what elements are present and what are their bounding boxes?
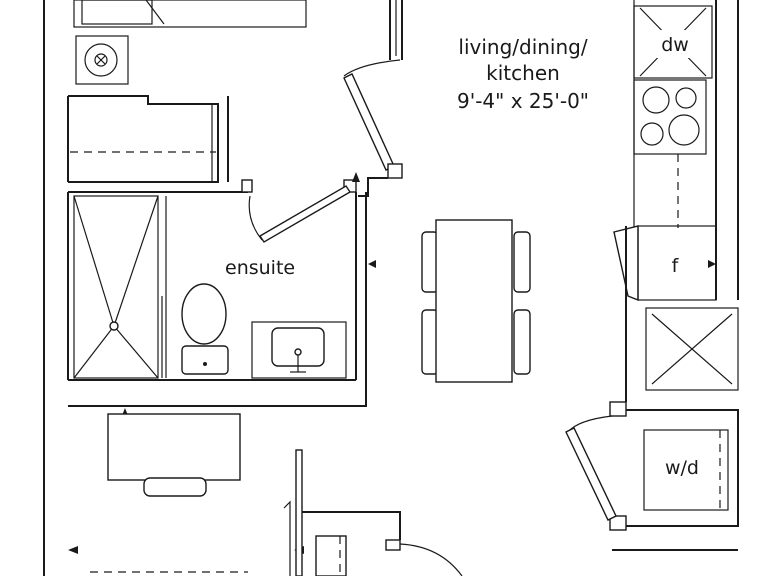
shower (73, 195, 167, 379)
arrow-marker-icon (368, 260, 376, 268)
living-room-name: living/dining/ (458, 35, 587, 59)
living-room-name-2: kitchen (486, 61, 560, 85)
dishwasher-box (633, 5, 713, 79)
stove-burner-icon (640, 122, 664, 146)
washer-dryer-label: w/d (665, 457, 699, 479)
top-left-furniture (67, 0, 403, 183)
washer-box (75, 35, 129, 85)
desk-chair (143, 477, 207, 497)
bottom-furniture (90, 413, 738, 576)
stove-burner-icon (668, 114, 700, 146)
dishwasher-label: dw (661, 34, 689, 56)
shower-drain-icon (109, 321, 119, 331)
toilet-icon (181, 283, 229, 375)
pantry-box (645, 307, 739, 391)
stove-burner-icon (642, 86, 670, 114)
living-label: living/dining/ kitchen 9'-4" x 25'-0" (457, 35, 589, 113)
desk (107, 413, 241, 481)
laundry-door-leaf (565, 427, 617, 521)
ensuite-door-leaf (259, 185, 351, 243)
arrow-marker-icon (352, 172, 360, 182)
arrow-marker-icon (708, 260, 716, 268)
cooktop (633, 79, 707, 155)
kitchen-counter: dw f (613, 0, 739, 402)
washer-drum-icon (84, 43, 118, 77)
dining-table (421, 219, 531, 383)
washer-dryer-box (643, 429, 729, 511)
fridge-box (637, 225, 717, 301)
vanity (251, 321, 347, 379)
entry-door (343, 59, 403, 197)
stove-burner-icon (675, 87, 697, 109)
ensuite-walls (67, 172, 367, 407)
table-top (435, 219, 513, 383)
living-room-dimensions: 9'-4" x 25'-0" (457, 89, 589, 113)
arrow-marker-icon (68, 546, 78, 554)
laundry-closet: w/d (565, 401, 739, 531)
ensuite-label: ensuite (225, 257, 295, 279)
door-leaf (343, 73, 395, 171)
fridge-label: f (672, 255, 680, 277)
chair (513, 231, 531, 293)
chair (513, 309, 531, 375)
